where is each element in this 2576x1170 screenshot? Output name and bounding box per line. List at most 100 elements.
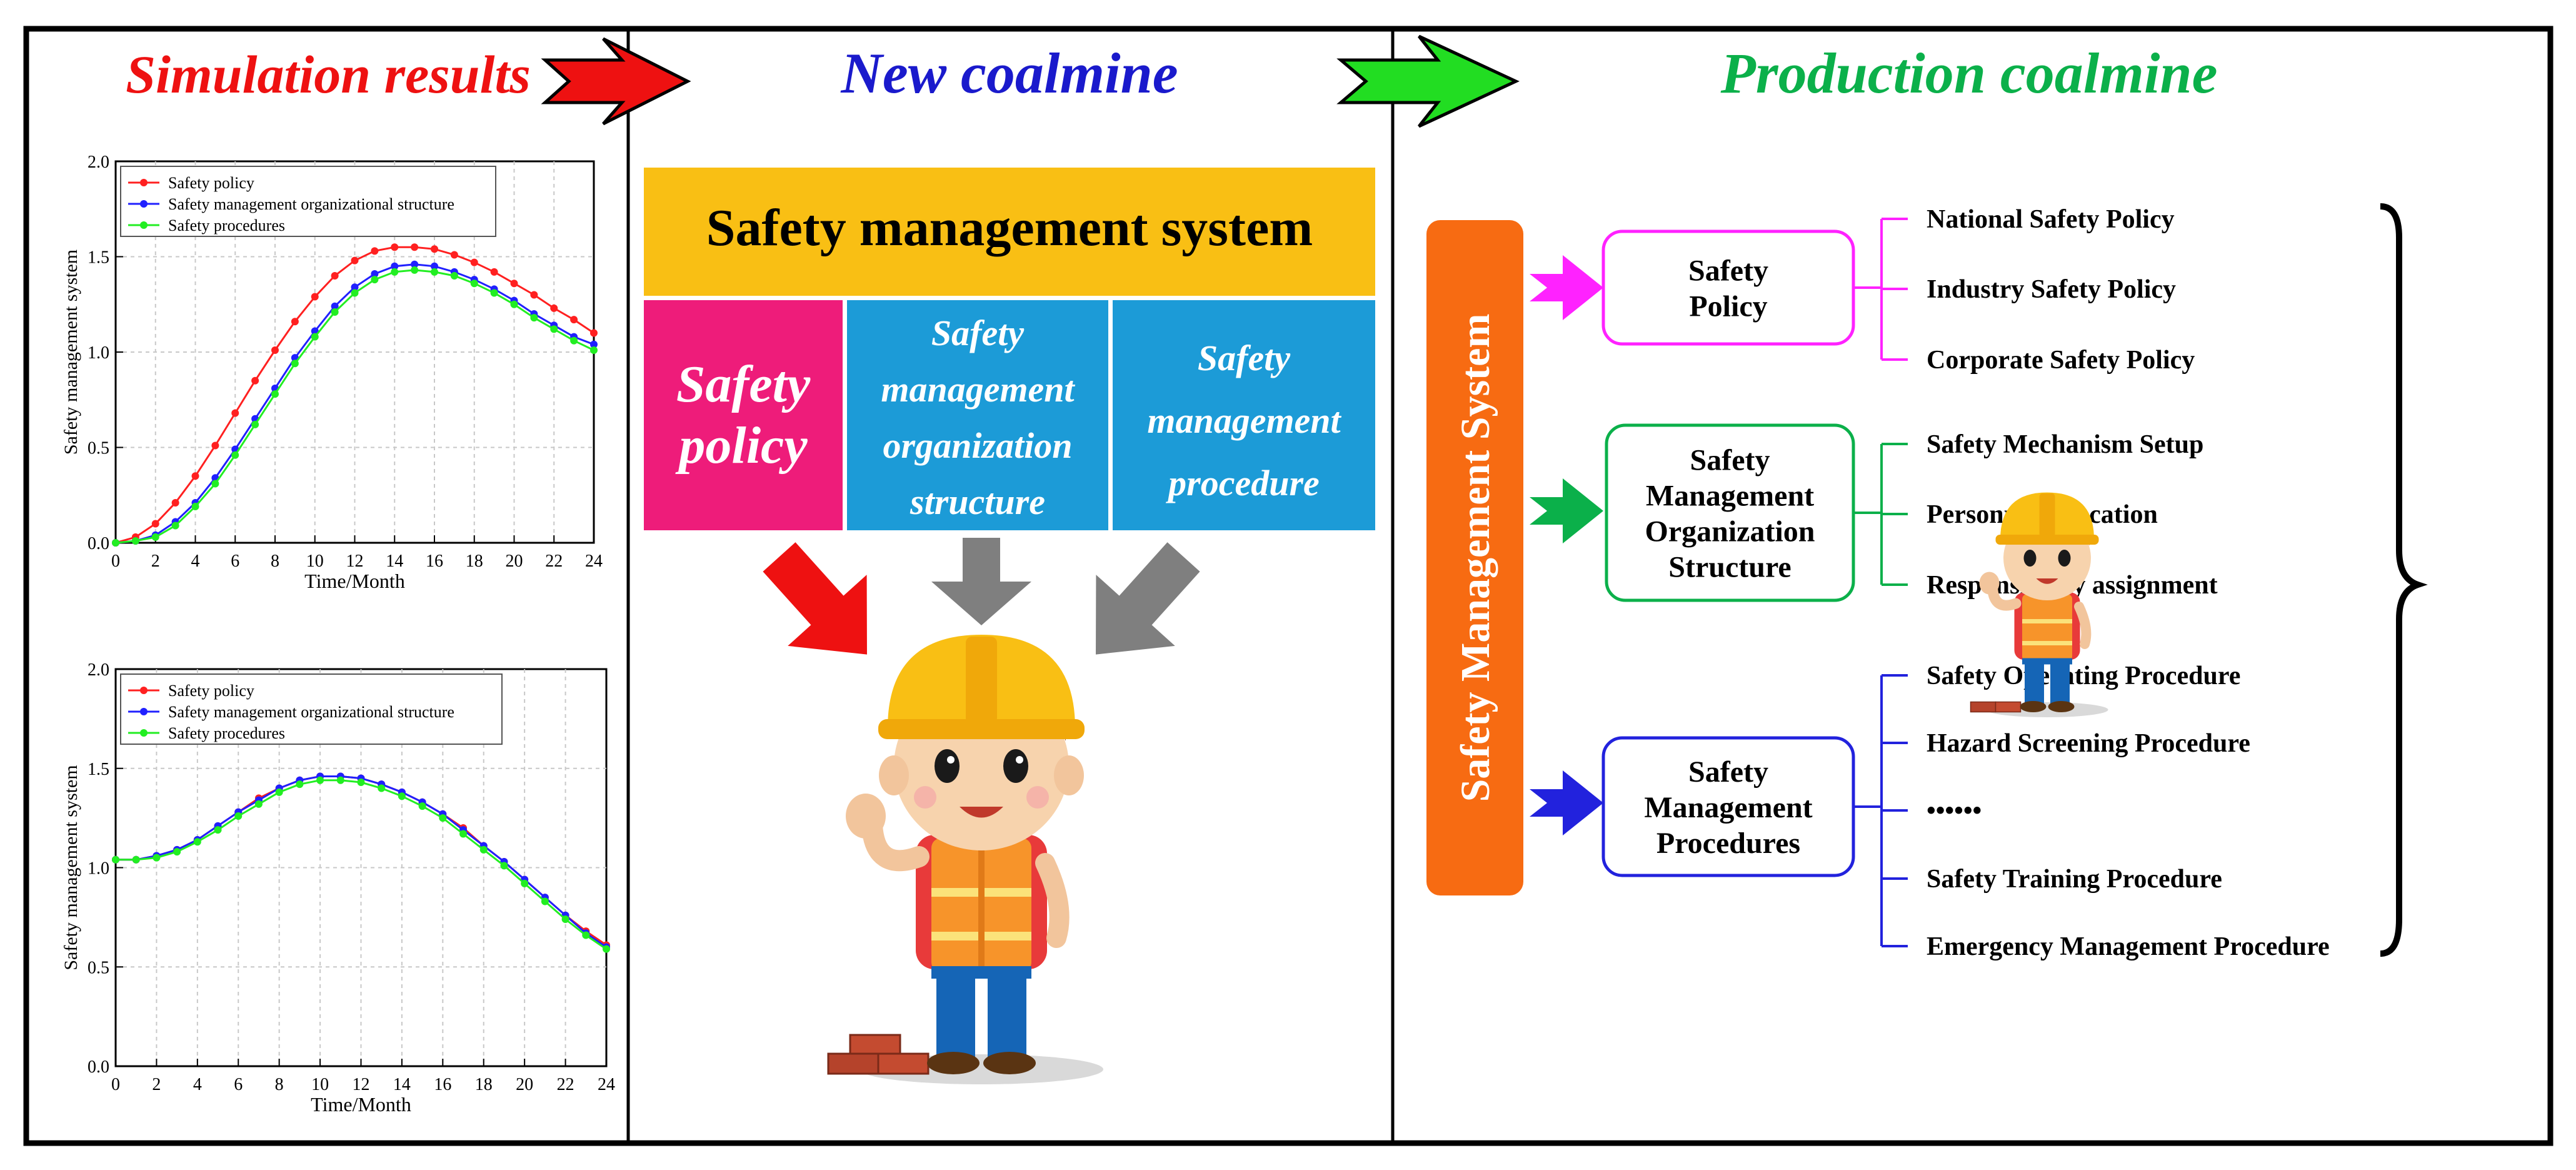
data-point <box>561 915 569 924</box>
data-point <box>331 308 339 316</box>
x-tick-label: 18 <box>475 1075 493 1094</box>
data-point <box>351 283 359 291</box>
y-axis-label: Safety management system <box>61 250 81 455</box>
data-point <box>271 346 279 354</box>
vertical-sms-label: Safety Management System <box>1453 314 1498 802</box>
group-item: Industry Safety Policy <box>1927 275 2176 304</box>
data-point <box>351 256 359 265</box>
group-structure: SafetyManagementOrganizationStructureSaf… <box>1605 423 2218 602</box>
x-axis-label: Time/Month <box>304 570 405 592</box>
data-point <box>371 270 379 278</box>
block-management-procedure <box>1113 300 1375 530</box>
y-axis-label: Safety management system <box>61 765 81 970</box>
data-point <box>490 289 498 297</box>
group-item: Hazard Screening Procedure <box>1927 729 2250 758</box>
group-title-line: Organization <box>1645 515 1815 548</box>
data-point <box>234 812 243 820</box>
data-point <box>251 376 259 385</box>
header-new-coalmine: New coalmine <box>840 41 1178 105</box>
data-point <box>171 522 179 530</box>
data-point <box>378 784 386 792</box>
x-tick-label: 10 <box>306 552 324 571</box>
data-point <box>316 776 324 784</box>
data-point <box>411 243 419 251</box>
x-tick-label: 18 <box>466 552 483 571</box>
group-item: •••••• <box>1927 797 1982 825</box>
group-item: National Safety Policy <box>1927 205 2175 234</box>
data-point <box>550 304 558 312</box>
legend-label: Safety policy <box>168 174 254 192</box>
data-point <box>171 498 179 507</box>
legend-swatch-marker <box>140 687 148 694</box>
data-point <box>153 854 161 862</box>
data-point <box>521 879 529 887</box>
data-point <box>530 291 538 299</box>
legend-swatch-marker <box>140 200 148 208</box>
x-tick-label: 2 <box>151 552 160 571</box>
data-point <box>191 503 199 511</box>
group-title-line: Structure <box>1668 551 1791 584</box>
y-tick-label: 0.0 <box>88 534 109 553</box>
data-point <box>211 480 219 488</box>
data-point <box>357 778 365 786</box>
group-title-line: Safety <box>1688 255 1768 288</box>
data-point <box>510 300 518 308</box>
block-safety-policy <box>644 300 843 530</box>
legend-swatch-marker <box>140 179 148 186</box>
block-procedure-line-3: procedure <box>1165 463 1320 503</box>
red-down-arrow-icon <box>763 542 867 655</box>
outer-frame <box>23 26 2553 1146</box>
group-title-line: Safety <box>1690 444 1770 477</box>
x-tick-label: 6 <box>234 1075 243 1094</box>
data-point <box>411 260 419 268</box>
data-point <box>231 409 239 417</box>
y-tick-label: 1.0 <box>88 859 109 879</box>
legend-box <box>120 166 496 237</box>
data-point <box>510 280 518 288</box>
worker-large-icon <box>827 635 1103 1084</box>
x-tick-label: 4 <box>191 552 200 571</box>
x-tick-label: 2 <box>152 1075 161 1094</box>
group-item: Emergency Management Procedure <box>1927 932 2330 961</box>
y-tick-label: 0.0 <box>88 1057 109 1077</box>
block-safety-policy-line-1: Safety <box>676 355 811 413</box>
legend-label: Safety procedures <box>168 216 285 235</box>
worker-small-icon <box>1970 492 2108 717</box>
data-point <box>590 340 598 348</box>
x-axis-label: Time/Month <box>311 1093 411 1116</box>
x-tick-label: 10 <box>311 1075 329 1094</box>
data-point <box>112 855 119 864</box>
blue-group-arrow-icon <box>1530 770 1603 835</box>
data-point <box>311 293 319 301</box>
group-title-line: Procedures <box>1656 827 1800 860</box>
legend-label: Safety management organizational structu… <box>168 195 454 213</box>
block-structure-line-2: management <box>881 369 1075 410</box>
data-point <box>131 537 139 545</box>
x-tick-label: 20 <box>506 552 523 571</box>
data-point <box>132 855 140 864</box>
group-title-line: Management <box>1644 791 1812 824</box>
data-point <box>431 262 438 270</box>
data-point <box>570 316 578 324</box>
block-structure-line-4: structure <box>910 482 1045 522</box>
data-point <box>391 268 399 276</box>
legend-swatch-marker <box>140 729 148 737</box>
data-point <box>450 272 458 280</box>
x-tick-label: 8 <box>271 552 279 571</box>
x-tick-label: 16 <box>434 1075 451 1094</box>
x-tick-label: 14 <box>386 552 403 571</box>
group-title-line: Safety <box>1688 755 1768 789</box>
group-title-line: Policy <box>1689 290 1767 323</box>
group-item: Safety Training Procedure <box>1927 865 2222 894</box>
data-point <box>214 826 222 834</box>
data-point <box>254 800 263 808</box>
block-structure-line-1: Safety <box>931 313 1024 353</box>
block-procedure-line-1: Safety <box>1198 338 1290 378</box>
data-point <box>231 451 239 459</box>
red-arrow-icon <box>541 37 691 126</box>
